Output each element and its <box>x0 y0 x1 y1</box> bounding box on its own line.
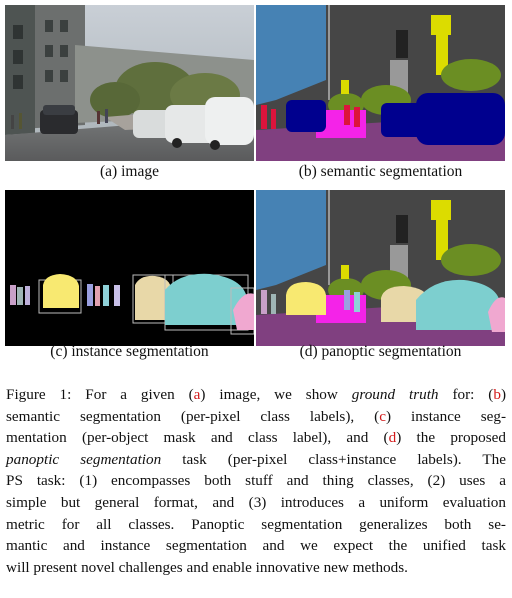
subcaption-d: (d) panoptic segmentation <box>299 343 462 360</box>
panel-semantic-segmentation <box>256 5 505 161</box>
caption-line: PS task: (1) encompasses both stuff and … <box>6 472 506 490</box>
panel-instance-segmentation <box>5 190 254 346</box>
street-photo <box>5 5 254 161</box>
caption-line: simple but general format, and (3) intro… <box>6 493 506 511</box>
panel-panoptic-segmentation <box>256 190 505 346</box>
subcaption-a: (a) image <box>100 163 159 180</box>
subcaption-b: (b) semantic segmentation <box>298 163 463 180</box>
caption-line: panoptic segmentation task (per-pixel cl… <box>6 450 507 468</box>
caption-line: mantic and instance segmentation and we … <box>6 537 506 555</box>
subcaption-c: (c) instance segmentation <box>50 343 209 360</box>
caption-line: will present novel challenges and enable… <box>6 558 408 576</box>
caption-line: semantic segmentation (per-pixel class l… <box>6 407 506 425</box>
caption-line: mentation (per-object mask and class lab… <box>6 429 506 447</box>
figure-caption: Figure 1: For a given (a) image, we show… <box>6 384 506 578</box>
panel-image <box>5 5 254 161</box>
ref-b[interactable]: b <box>493 386 501 403</box>
caption-line: metric for all classes. Panoptic segment… <box>6 515 506 533</box>
instance-mask <box>5 190 254 346</box>
caption-line: Figure 1: For a given (a) image, we show… <box>6 386 506 403</box>
panoptic-mask <box>256 190 505 346</box>
semantic-mask <box>256 5 505 161</box>
ref-a[interactable]: a <box>193 386 201 403</box>
ref-d[interactable]: d <box>388 429 397 447</box>
ref-c[interactable]: c <box>379 407 386 425</box>
